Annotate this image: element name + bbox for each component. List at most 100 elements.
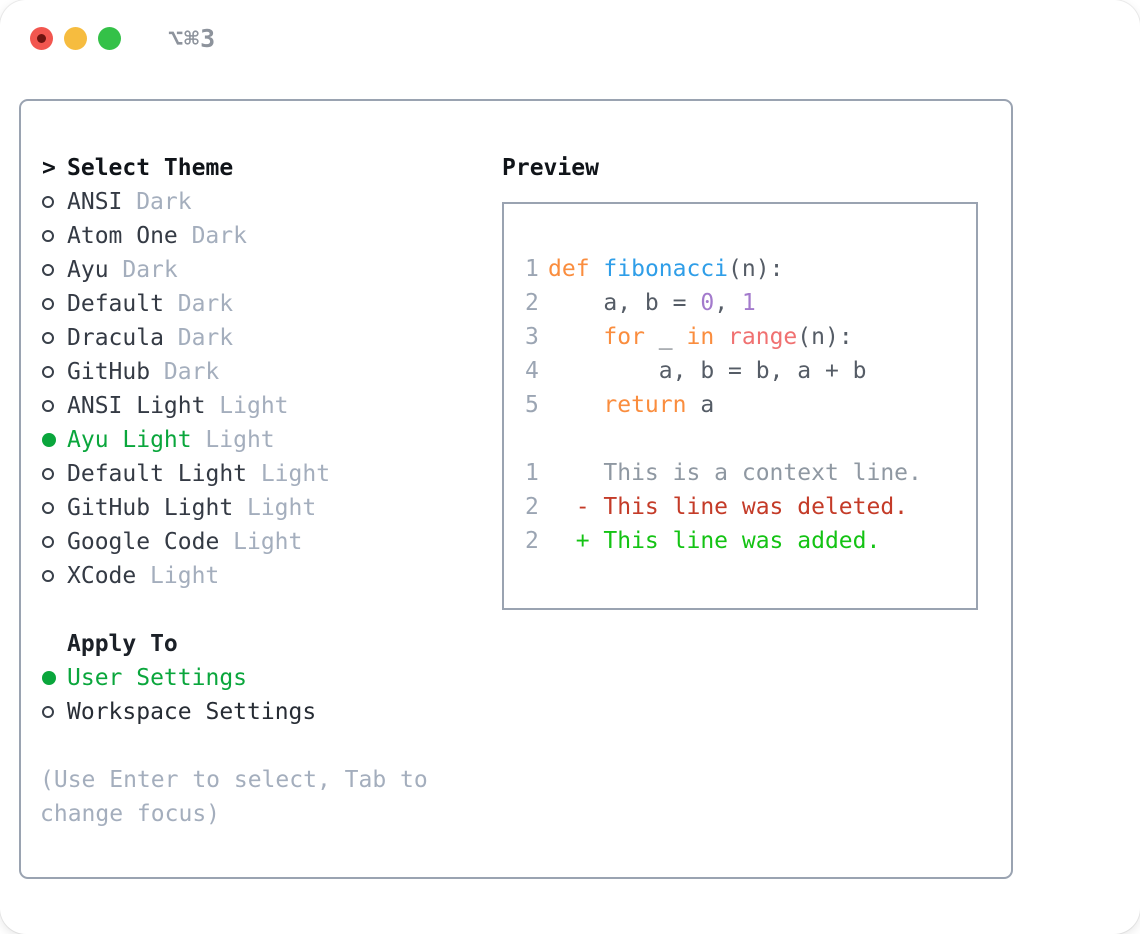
theme-variant-tag: Dark [136, 189, 192, 215]
theme-variant-tag: Light [260, 461, 331, 487]
radio-marker [42, 298, 67, 310]
code-text: a, b = b, a + b [548, 358, 867, 384]
theme-option-dracula[interactable]: Dracula Dark [21, 321, 502, 355]
theme-variant-tag: Light [233, 529, 303, 555]
diff-text: - This line was deleted. [548, 494, 909, 520]
radio-marker [42, 264, 67, 276]
theme-name: Ayu [67, 257, 109, 283]
apply-to-header-row: Apply To [21, 627, 502, 661]
preview-header: Preview [502, 155, 599, 181]
theme-variant-tag: Dark [177, 325, 234, 351]
help-text: (Use Enter to select, Tab to change focu… [40, 767, 428, 827]
titlebar: ⌥⌘3 [30, 23, 217, 53]
apply-option-label: User Settings [67, 665, 248, 691]
theme-variant-tag: Light [150, 563, 220, 589]
spacer [21, 593, 502, 627]
radio-icon [42, 536, 54, 548]
radio-selected-icon [42, 433, 56, 447]
theme-option-github[interactable]: GitHub Dark [21, 355, 502, 389]
theme-option-google-code[interactable]: Google Code Light [21, 525, 502, 559]
radio-selected-icon [42, 671, 56, 685]
diff-line-context: 1 This is a context line. [525, 456, 976, 490]
blank-line [525, 422, 976, 456]
code-line: 5 return a [525, 388, 976, 422]
apply-option-workspace-settings[interactable]: Workspace Settings [21, 695, 502, 729]
theme-name: ANSI [67, 189, 123, 215]
diff-text: + This line was added. [548, 528, 881, 554]
code-line: 3 for _ in range(n): [525, 320, 976, 354]
radio-icon [42, 196, 54, 208]
theme-option-default-light[interactable]: Default Light Light [21, 457, 502, 491]
line-number: 5 [525, 392, 539, 418]
theme-option-ayu[interactable]: Ayu Dark [21, 253, 502, 287]
apply-to-header: Apply To [67, 631, 178, 657]
traffic-lights [30, 26, 121, 50]
line-number: 4 [525, 358, 539, 384]
line-number: 2 [525, 290, 539, 316]
code-line: 2 a, b = 0, 1 [525, 286, 976, 320]
theme-name: Default Light [67, 461, 248, 487]
theme-name: GitHub [67, 359, 151, 385]
line-number: 3 [525, 324, 539, 350]
theme-option-xcode[interactable]: XCode Light [21, 559, 502, 593]
radio-marker [42, 366, 67, 378]
minimize-button[interactable] [64, 26, 87, 50]
spacer [21, 729, 502, 763]
code-text: return a [603, 392, 715, 418]
code-text: def fibonacci(n): [548, 256, 784, 282]
radio-icon [42, 400, 54, 412]
theme-variant-tag: Dark [177, 291, 234, 317]
zoom-button[interactable] [98, 26, 121, 50]
theme-variant-tag: Dark [191, 223, 247, 249]
radio-icon [42, 366, 54, 378]
radio-marker [42, 400, 67, 412]
diff-line-deleted: 2 - This line was deleted. [525, 490, 976, 524]
radio-icon [42, 706, 54, 718]
preview-header-row: Preview [502, 151, 1011, 185]
theme-variant-tag: Dark [122, 257, 178, 283]
line-number: 2 [525, 494, 539, 520]
radio-icon [42, 298, 54, 310]
radio-icon [42, 332, 54, 344]
diff-preview: 1 This is a context line.2 - This line w… [525, 456, 976, 558]
close-button[interactable] [30, 26, 53, 50]
theme-name: Ayu Light [67, 427, 192, 453]
radio-marker [42, 468, 67, 480]
unsaved-changes-dot [37, 33, 46, 43]
diff-line-added: 2 + This line was added. [525, 524, 976, 558]
code-text: a, b = 0, 1 [548, 290, 756, 316]
theme-name: Google Code [67, 529, 220, 555]
prompt-arrow-icon: > [42, 155, 56, 181]
theme-name: Dracula [67, 325, 164, 351]
theme-name: Atom One [67, 223, 178, 249]
window-title: ⌥⌘3 [168, 23, 217, 53]
line-number: 2 [525, 528, 539, 554]
theme-option-ansi[interactable]: ANSI Dark [21, 185, 502, 219]
radio-marker [42, 570, 67, 582]
radio-marker [42, 196, 67, 208]
theme-name: XCode [67, 563, 137, 589]
radio-marker [42, 332, 67, 344]
radio-icon [42, 502, 54, 514]
radio-marker [42, 502, 67, 514]
theme-variant-tag: Light [246, 495, 317, 521]
theme-variant-tag: Dark [163, 359, 220, 385]
radio-marker [42, 433, 67, 447]
code-line: 4 a, b = b, a + b [525, 354, 976, 388]
theme-option-atom-one[interactable]: Atom One Dark [21, 219, 502, 253]
radio-icon [42, 468, 54, 480]
apply-option-user-settings[interactable]: User Settings [21, 661, 502, 695]
apply-option-label: Workspace Settings [67, 699, 317, 725]
radio-icon [42, 230, 54, 242]
radio-marker [42, 230, 67, 242]
